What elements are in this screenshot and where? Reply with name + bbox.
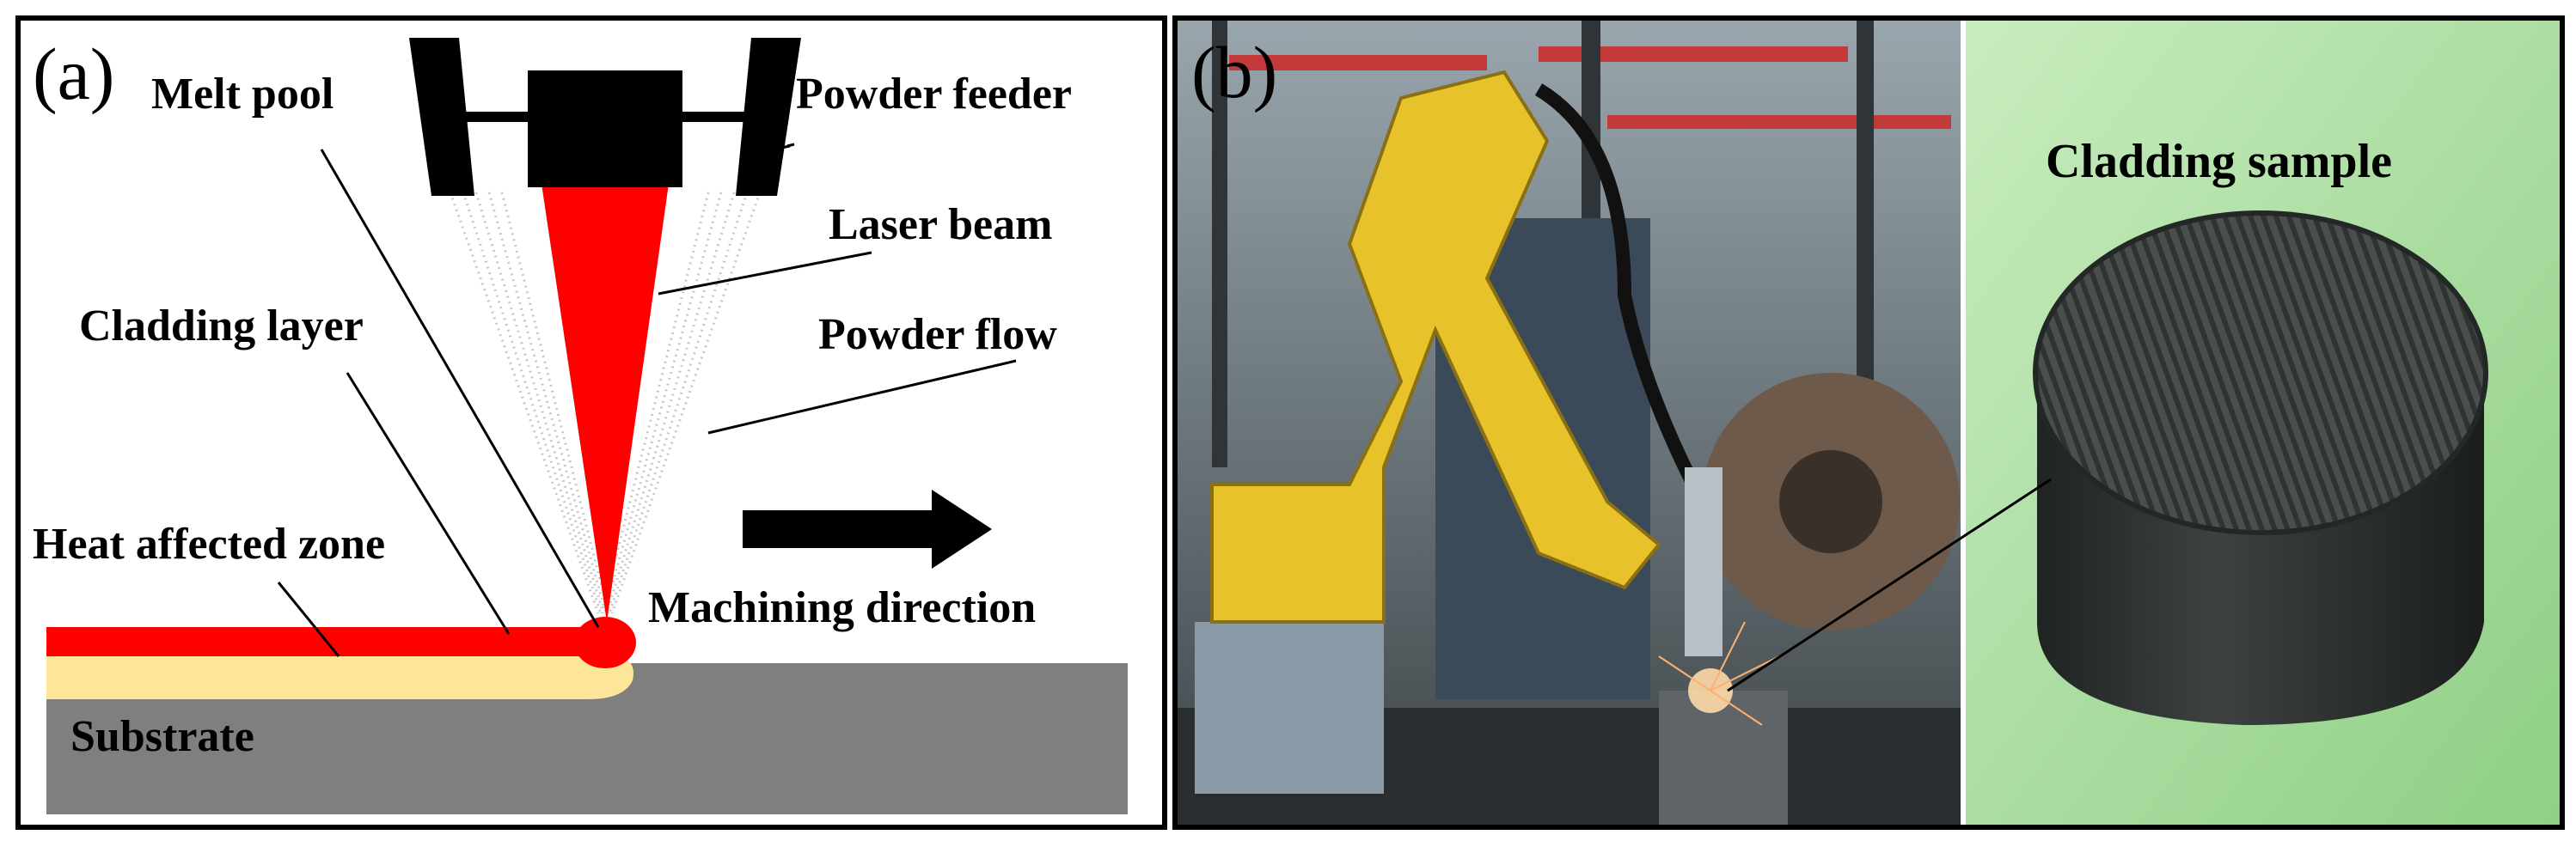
robot-photo — [1178, 21, 1963, 825]
panel-a-schematic: (a) Melt pool Powder feeder Laser beam C… — [15, 15, 1167, 830]
laser-cladding-schematic — [46, 38, 1128, 814]
cladding-sample-photo — [1963, 21, 2560, 825]
cladding-sample-label: Cladding sample — [2046, 135, 2392, 188]
heat-affected-zone-label: Heat affected zone — [33, 520, 386, 569]
substrate-label: Substrate — [70, 712, 254, 761]
powder-flow-streams — [449, 192, 762, 614]
panel-b-photographs: (b) Cladding sample — [1172, 15, 2565, 830]
leader-lines — [277, 143, 1017, 657]
laser-cladding-photos — [1178, 21, 2560, 825]
melt-pool-label: Melt pool — [151, 70, 334, 119]
melt-pool-shape — [574, 617, 636, 668]
powder-flow-label: Powder flow — [818, 310, 1057, 359]
laser-beam-shape — [542, 184, 669, 622]
machining-direction-label: Machining direction — [648, 583, 1037, 632]
sample-pointer-line — [1727, 478, 2052, 692]
cladding-layer-label: Cladding layer — [79, 302, 364, 350]
powder-feeder-label: Powder feeder — [796, 70, 1073, 119]
heat-affected-zone-shape — [46, 656, 634, 699]
powder-feeder-assembly — [409, 38, 801, 196]
laser-beam-label: Laser beam — [829, 200, 1053, 249]
panel-a-tag: (a) — [33, 33, 115, 115]
machining-direction-arrow — [743, 490, 992, 569]
panel-b-tag: (b) — [1191, 31, 1278, 113]
